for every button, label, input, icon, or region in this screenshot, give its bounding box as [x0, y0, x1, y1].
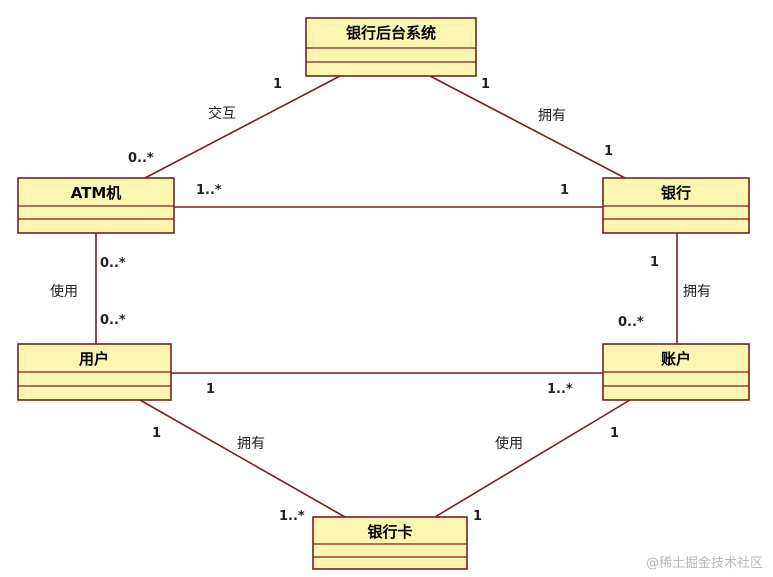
class-title-backend: 银行后台系统	[346, 24, 436, 42]
mult-atm-user-user-end: 0..*	[100, 313, 126, 328]
class-title-bank: 银行	[661, 184, 691, 202]
assoc-line-backend-bank	[429, 75, 626, 179]
assoc-line-account-card	[434, 399, 631, 518]
mult-user-account-account-end: 1..*	[547, 382, 573, 397]
class-box-account: 账户	[602, 343, 750, 401]
class-box-atm: ATM机	[17, 177, 175, 234]
mult-user-card-user-end: 1	[152, 426, 161, 441]
class-box-user: 用户	[17, 343, 172, 401]
role-atm-user: 使用	[50, 283, 78, 300]
role-account-card: 使用	[495, 435, 523, 452]
class-title-atm: ATM机	[71, 184, 122, 202]
mult-atm-user-atm-end: 0..*	[100, 256, 126, 271]
mult-user-card-card-end: 1..*	[279, 509, 305, 524]
mult-atm-bank-bank-end: 1	[560, 183, 569, 198]
mult-atm-bank-atm-end: 1..*	[196, 183, 222, 198]
mult-backend-atm-atm-end: 0..*	[128, 151, 154, 166]
class-title-user: 用户	[79, 350, 109, 368]
mult-account-card-account-end: 1	[610, 426, 619, 441]
watermark-text: @稀土掘金技术社区	[645, 556, 763, 571]
mult-backend-bank-backend-end: 1	[481, 77, 490, 92]
role-backend-bank: 拥有	[538, 108, 566, 124]
class-box-backend: 银行后台系统	[305, 17, 477, 77]
role-bank-account: 拥有	[683, 284, 711, 300]
class-box-bank: 银行	[602, 177, 750, 234]
mult-bank-account-bank-end: 1	[650, 255, 659, 270]
assoc-line-user-card	[139, 399, 346, 518]
mult-backend-bank-bank-end: 1	[604, 144, 613, 159]
role-user-card: 拥有	[237, 436, 265, 452]
assoc-line-backend-atm	[144, 75, 341, 179]
role-backend-atm: 交互	[208, 105, 236, 122]
mult-backend-atm-backend-end: 1	[273, 77, 282, 92]
mult-user-account-user-end: 1	[206, 382, 215, 397]
mult-account-card-card-end: 1	[473, 509, 482, 524]
mult-bank-account-account-end: 0..*	[618, 315, 644, 330]
class-title-card: 银行卡	[367, 523, 412, 541]
class-box-card: 银行卡	[312, 516, 468, 570]
class-title-account: 账户	[661, 350, 691, 368]
